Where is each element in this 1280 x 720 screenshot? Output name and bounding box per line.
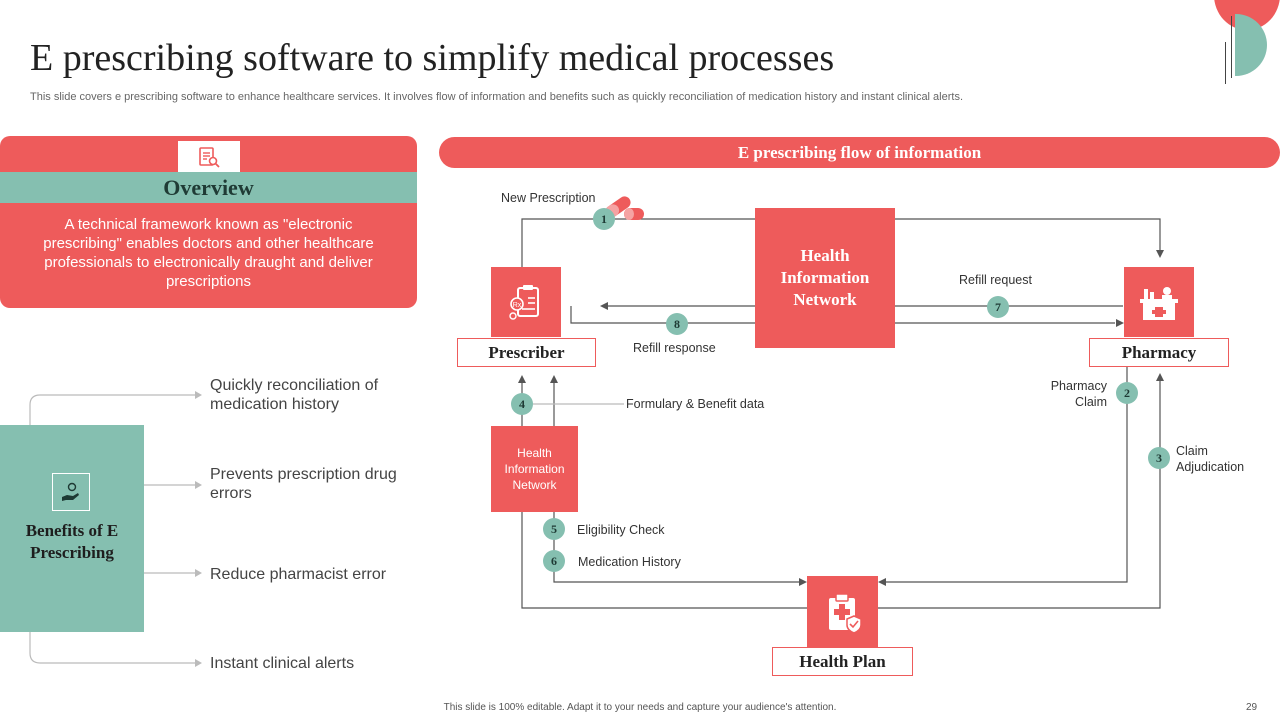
- hand-money-icon: [52, 473, 90, 511]
- overview-heading: Overview: [0, 172, 417, 203]
- step-number: 8: [666, 313, 688, 335]
- slide-subtitle: This slide covers e prescribing software…: [30, 91, 964, 103]
- pharmacy-label: Pharmacy: [1089, 338, 1229, 367]
- overview-body: A technical framework known as "electron…: [0, 203, 417, 308]
- decorative-line: [1231, 16, 1232, 78]
- benefit-item: Quickly reconciliation of medication his…: [210, 377, 379, 413]
- page-number: 29: [1246, 702, 1258, 713]
- benefits-title: Benefits of E Prescribing: [25, 521, 119, 562]
- step-number: 3: [1148, 447, 1170, 469]
- flow-header: E prescribing flow of information: [439, 137, 1280, 168]
- new-prescription-label: New Prescription: [501, 191, 596, 205]
- step-number: 2: [1116, 382, 1138, 404]
- footer-note: This slide is 100% editable. Adapt it to…: [443, 702, 837, 713]
- eligibility-check-label: Eligibility Check: [577, 523, 665, 537]
- formulary-benefit-label: Formulary & Benefit data: [626, 397, 765, 411]
- step-number: 5: [543, 518, 565, 540]
- medication-history-label: Medication History: [578, 555, 681, 569]
- step-number: 4: [511, 393, 533, 415]
- pharmacy-claim-label: Pharmacy Claim: [1050, 379, 1107, 409]
- decorative-line: [1225, 42, 1226, 84]
- step-number: 1: [593, 208, 615, 230]
- pharmacy-counter-icon: [1124, 267, 1194, 337]
- step-number: 6: [543, 550, 565, 572]
- refill-response-label: Refill response: [633, 341, 716, 355]
- medical-clipboard-icon: [807, 576, 878, 647]
- benefit-item: Reduce pharmacist error: [210, 566, 387, 583]
- health-plan-label: Health Plan: [772, 647, 913, 676]
- slide-title: E prescribing software to simplify medic…: [30, 37, 835, 79]
- health-information-network-main: Health Information Network: [755, 208, 895, 348]
- benefit-item: Prevents prescription drug errors: [210, 466, 397, 502]
- refill-request-label: Refill request: [959, 273, 1032, 287]
- prescriber-label: Prescriber: [457, 338, 596, 367]
- health-information-network-small: Health Information Network: [491, 426, 578, 512]
- claim-adjudication-label: Claim Adjudication: [1176, 444, 1245, 474]
- step-number: 7: [987, 296, 1009, 318]
- prescription-clipboard-icon: Rx: [491, 267, 561, 337]
- svg-text:Rx: Rx: [513, 302, 522, 309]
- benefits-panel: [0, 425, 144, 632]
- benefit-item: Instant clinical alerts: [210, 655, 355, 672]
